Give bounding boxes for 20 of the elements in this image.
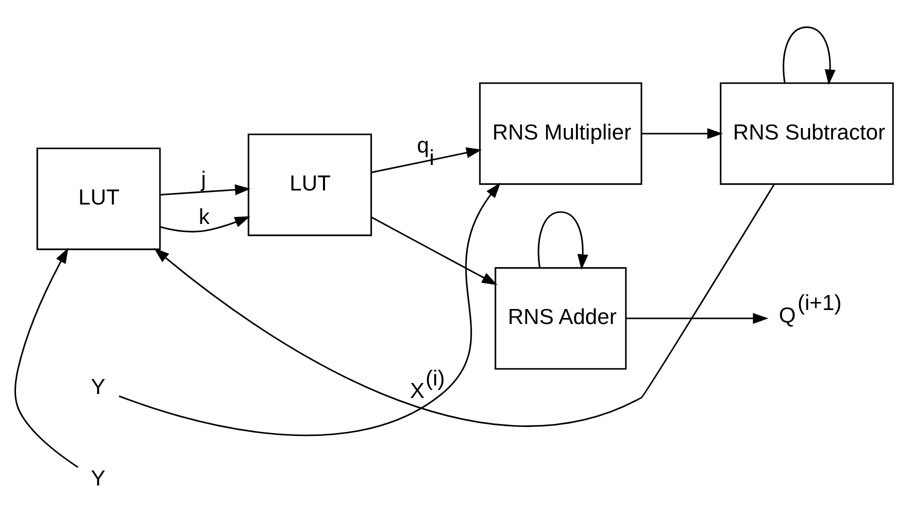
edge-label: j (201, 166, 206, 192)
arrow (370, 216, 498, 286)
arrow (14, 248, 78, 468)
node-text: Y (90, 374, 106, 400)
arrow (782, 26, 836, 86)
arrow (160, 216, 250, 232)
node-box: LUT (248, 134, 372, 236)
arrow (154, 184, 775, 427)
arrow (371, 147, 482, 174)
arrow (538, 211, 588, 270)
node-box: RNS Multiplier (479, 82, 642, 185)
arrow (118, 182, 501, 436)
arrow (642, 128, 723, 140)
arrow (626, 312, 768, 324)
arrow (160, 184, 251, 196)
node-box: LUT (36, 148, 161, 250)
node-text: Y (90, 466, 106, 491)
node-box: RNS Subtractor (720, 82, 894, 185)
edge-label: k (198, 204, 210, 229)
node-box: RNS Adder (494, 267, 627, 370)
